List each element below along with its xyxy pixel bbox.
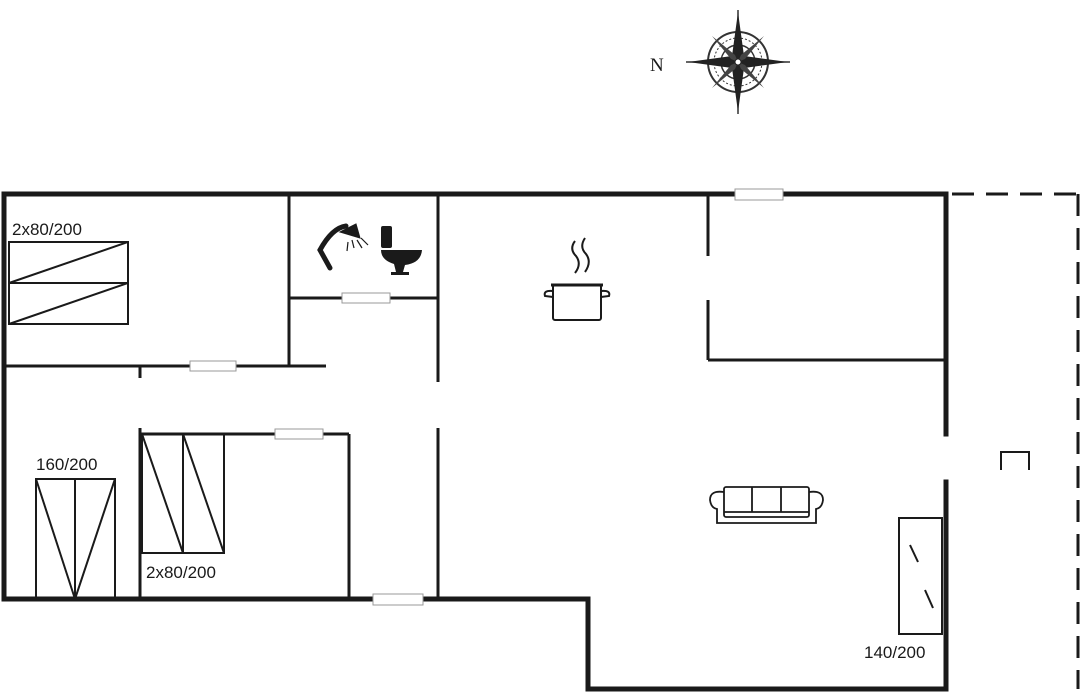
bed-160-bottom-left [35,478,116,600]
entrance-door [372,593,424,606]
bed-label-top-left: 2x80/200 [12,220,82,239]
sofa-bed-living-room [898,517,943,635]
bed-label-bottom-middle: 2x80/200 [146,563,216,582]
terrace-outline [952,192,1080,689]
bed-label-living-room: 140/200 [864,643,925,662]
sofa-icon [709,486,824,524]
wood-stove-icon [1000,451,1030,470]
compass-rose-icon [686,10,790,114]
door-bedroom-top [189,360,237,372]
wall-openings [189,188,784,606]
toilet-icon [381,226,422,275]
cooking-pot-icon [543,237,611,321]
window-top-right [734,188,784,201]
bed-2x80-bottom-middle [141,433,225,554]
bed-label-bottom-left: 160/200 [36,455,97,474]
interior-walls [4,194,946,599]
outer-walls [1,191,949,692]
bed-2x80-top-left [8,241,129,325]
shower-icon [317,223,369,271]
compass-north-label: N [650,55,664,76]
door-bathroom [341,292,391,304]
door-bedroom-middle [274,428,324,440]
